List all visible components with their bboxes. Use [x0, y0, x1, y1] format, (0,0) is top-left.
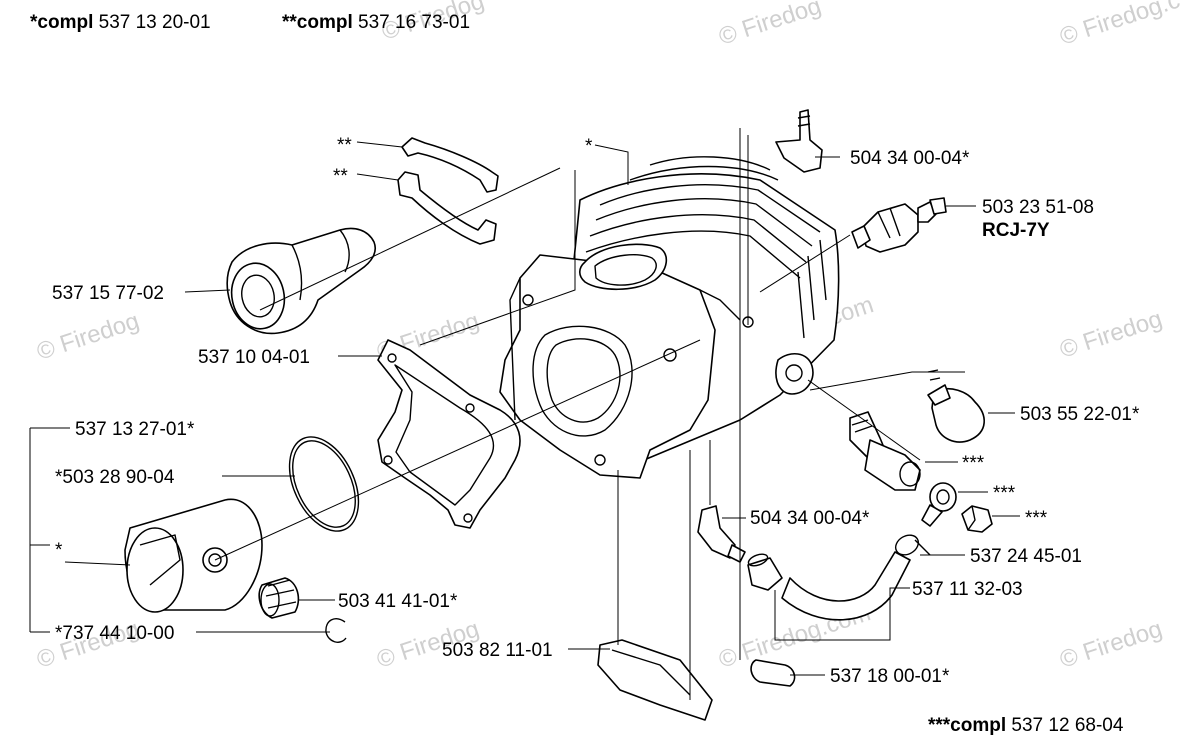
- callout-star-cylinder: *: [585, 136, 593, 157]
- compl-kit-a: *compl 537 13 20-01: [30, 12, 211, 33]
- compl-kit-c-label: ***compl: [928, 715, 1006, 736]
- cylinder-part: [499, 156, 840, 479]
- bottom-nipple-part: [697, 505, 746, 563]
- callout-star2-b: **: [333, 166, 348, 187]
- callout-piston-ring: *503 28 90-04: [55, 467, 175, 488]
- hose-clamp-part: [894, 534, 931, 556]
- piston-ring-part: [288, 436, 360, 532]
- intake-manifold-part: [226, 227, 376, 335]
- callout-spark-plug: 503 23 51-08: [982, 197, 1094, 218]
- callout-impulse-hose: 537 11 32-03: [912, 579, 1023, 600]
- connector-sleeve-part: [747, 553, 783, 591]
- callout-intake: 537 15 77-02: [52, 283, 164, 304]
- compl-kit-c: ***compl 537 12 68-04: [928, 715, 1124, 736]
- callout-base-gasket: 503 82 11-01: [442, 640, 553, 661]
- banjo-bolt-part: [961, 505, 993, 533]
- watermark: © Firedog: [1057, 305, 1166, 363]
- callout-piston: *: [55, 540, 63, 561]
- top-nipple-part: [775, 109, 823, 173]
- impulse-fitting-part: [849, 411, 921, 491]
- banjo-ring-part: [921, 482, 957, 527]
- callout-decompression-valve: 503 55 22-01*: [1020, 404, 1140, 425]
- compl-kit-b-number: 537 16 73-01: [358, 12, 470, 33]
- circlip-part: [325, 618, 347, 643]
- compl-kit-a-label: *compl: [30, 12, 93, 33]
- callout-piston-assembly: 537 13 27-01*: [75, 419, 195, 440]
- callout-spark-plug-type: RCJ-7Y: [982, 220, 1050, 241]
- impulse-hose-part: [781, 551, 911, 621]
- piston-part: [124, 498, 263, 613]
- callout-top-nipple: 504 34 00-04*: [850, 148, 970, 169]
- watermark: © Firedog: [1057, 615, 1166, 673]
- callout-gasket: 537 10 04-01: [198, 347, 310, 368]
- compl-kit-b-label: **compl: [282, 12, 353, 33]
- callout-circlip: *737 44 10-00: [55, 623, 174, 644]
- callout-star3-c: ***: [1025, 508, 1048, 529]
- callout-labels: ** ** * 537 15 77-02 537 10 04-01 537 13…: [52, 135, 1140, 687]
- filter-part: [750, 659, 796, 687]
- spark-plug-part: [851, 197, 947, 253]
- leader-lines: [29, 128, 1020, 700]
- compl-kit-b: **compl 537 16 73-01: [282, 12, 470, 33]
- lower-clamp-part: [397, 171, 497, 245]
- compl-kit-a-number: 537 13 20-01: [99, 12, 211, 33]
- cylinder-gasket-part: [377, 339, 521, 529]
- callout-star3-a: ***: [962, 453, 985, 474]
- compl-kit-c-number: 537 12 68-04: [1011, 715, 1123, 736]
- callout-hose-clamp: 537 24 45-01: [970, 546, 1082, 567]
- base-gasket-part: [597, 639, 713, 721]
- callout-star2-a: **: [337, 135, 352, 156]
- callout-needle-bearing: 503 41 41-01*: [338, 591, 458, 612]
- watermark: © Firedog: [716, 0, 825, 51]
- needle-bearing-part: [258, 577, 300, 619]
- callout-bottom-nipple: 504 34 00-04*: [750, 508, 870, 529]
- upper-clamp-part: [401, 137, 499, 193]
- watermark: © Firedog: [34, 307, 143, 365]
- watermark: © Firedog.com: [1057, 0, 1180, 51]
- decompression-valve-part: [927, 369, 985, 443]
- callout-filter: 537 18 00-01*: [830, 666, 950, 687]
- callout-star3-b: ***: [993, 483, 1016, 504]
